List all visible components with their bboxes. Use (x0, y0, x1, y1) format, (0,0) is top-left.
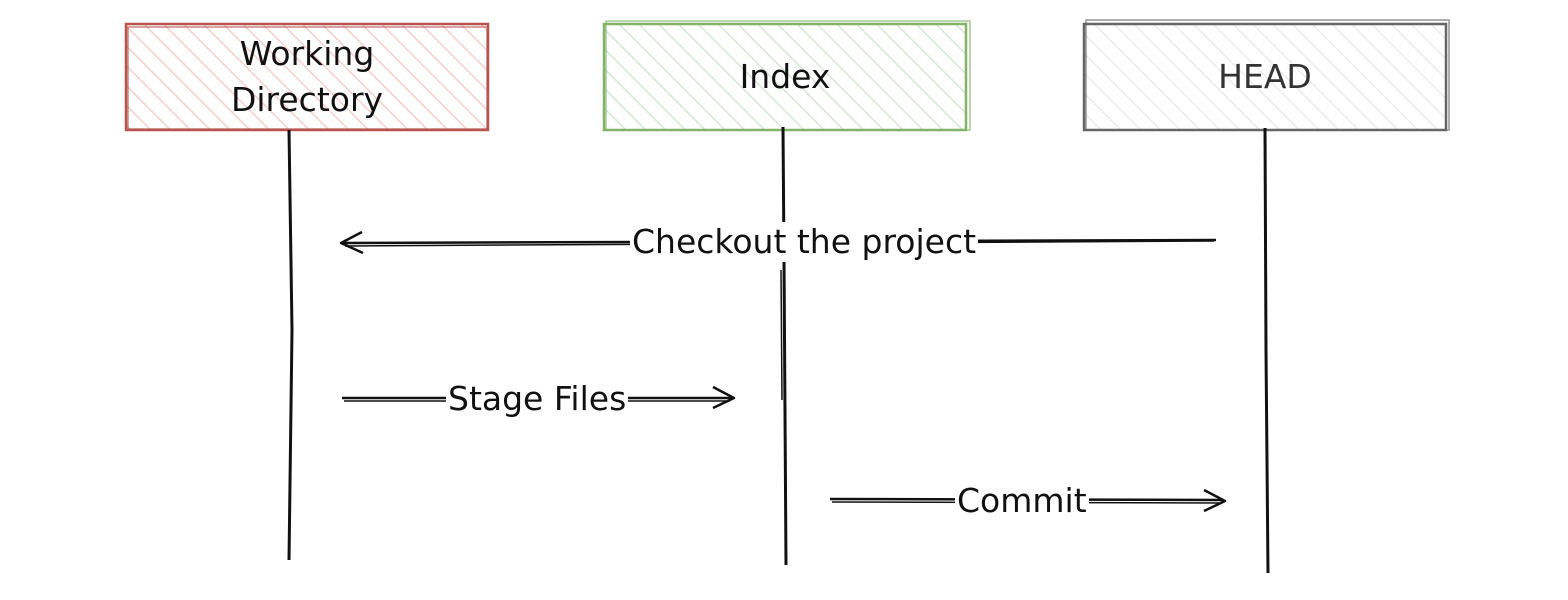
participant-label-index: Index (739, 57, 831, 96)
lifeline-working-directory (287, 129, 294, 561)
message-label-commit: Commit (955, 481, 1089, 521)
participant-box-index (602, 20, 971, 132)
participant-label-head: HEAD (1218, 57, 1312, 96)
participant-box-head (1082, 19, 1450, 132)
message-label-stage: Stage Files (446, 379, 629, 419)
message-label-checkout: Checkout the project (630, 222, 979, 262)
lifeline-head (1263, 127, 1270, 574)
participant-label-working-directory: Working Directory (230, 34, 384, 119)
participant-box-working-directory (124, 22, 490, 132)
lifeline-index (780, 126, 788, 566)
